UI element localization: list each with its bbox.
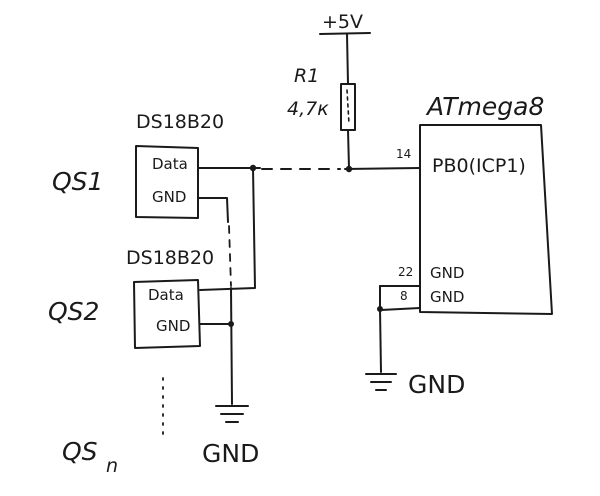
mcu-atmega8: ATmega8 PB0(ICP1) 14 GND 22 GND 8 <box>396 92 553 315</box>
sensor-qs2-pin-data: Data <box>148 286 184 304</box>
mcu-ground-label: GND <box>408 370 465 399</box>
mcu-pin-22-number: 22 <box>398 265 413 279</box>
mcu-pin-8-number: 8 <box>400 289 408 303</box>
sensor-qsn-prefix: QS <box>62 437 98 466</box>
data-bus <box>197 164 421 291</box>
mcu-pin-14-number: 14 <box>396 147 411 161</box>
sensor-qs1-pin-gnd: GND <box>152 188 186 206</box>
supply-wire <box>346 33 349 85</box>
bus-ground-label: GND <box>202 439 259 468</box>
gnd-drop <box>379 308 382 373</box>
sensor-qs1-gnd-dashed <box>228 225 232 287</box>
sensor-qs2-designator: QS2 <box>48 297 99 326</box>
sensor-qs1-body <box>135 145 199 219</box>
bus-ground: GND <box>202 405 259 468</box>
sensor-qs1-designator: QS1 <box>52 167 103 196</box>
mcu-body <box>419 124 553 315</box>
mcu-name: ATmega8 <box>425 92 544 121</box>
sensor-qs2-pin-gnd: GND <box>156 317 190 335</box>
sensor-qsn-subscript: n <box>106 455 118 477</box>
sensor-qsn: QS n <box>62 377 164 477</box>
mcu-pin-pb0-label: PB0(ICP1) <box>432 155 526 177</box>
resistor-lower-wire <box>347 129 350 169</box>
gnd-wire-pin8 <box>379 307 421 311</box>
sensor-qs2-body <box>133 279 201 349</box>
supply-rail: +5V <box>319 11 371 85</box>
junction-pullup <box>345 165 353 173</box>
supply-label: +5V <box>322 11 363 33</box>
mcu-pin-8-label: GND <box>430 288 464 306</box>
sensor-qs2-part: DS18B20 <box>126 247 214 269</box>
resistor-r1: R1 4,7к <box>287 65 356 169</box>
bus-ground-wire <box>230 287 233 405</box>
resistor-designator: R1 <box>294 65 319 87</box>
supply-bar <box>319 32 371 35</box>
bus-drop-to-qs2 <box>199 167 256 291</box>
sensor-qs1-gnd-wire <box>197 197 229 223</box>
sensor-qs1-pin-data: Data <box>152 155 188 173</box>
bus-mcu-segment <box>344 167 421 170</box>
mcu-pin-22-label: GND <box>430 264 464 282</box>
sensor-qs1: QS1 DS18B20 Data GND <box>52 111 232 287</box>
mcu-ground: GND <box>365 285 465 399</box>
resistor-hatch <box>346 89 350 125</box>
resistor-value: 4,7к <box>287 98 329 120</box>
sensor-qs1-part: DS18B20 <box>136 111 224 133</box>
sensor-qs2: QS2 DS18B20 Data GND <box>48 247 234 405</box>
